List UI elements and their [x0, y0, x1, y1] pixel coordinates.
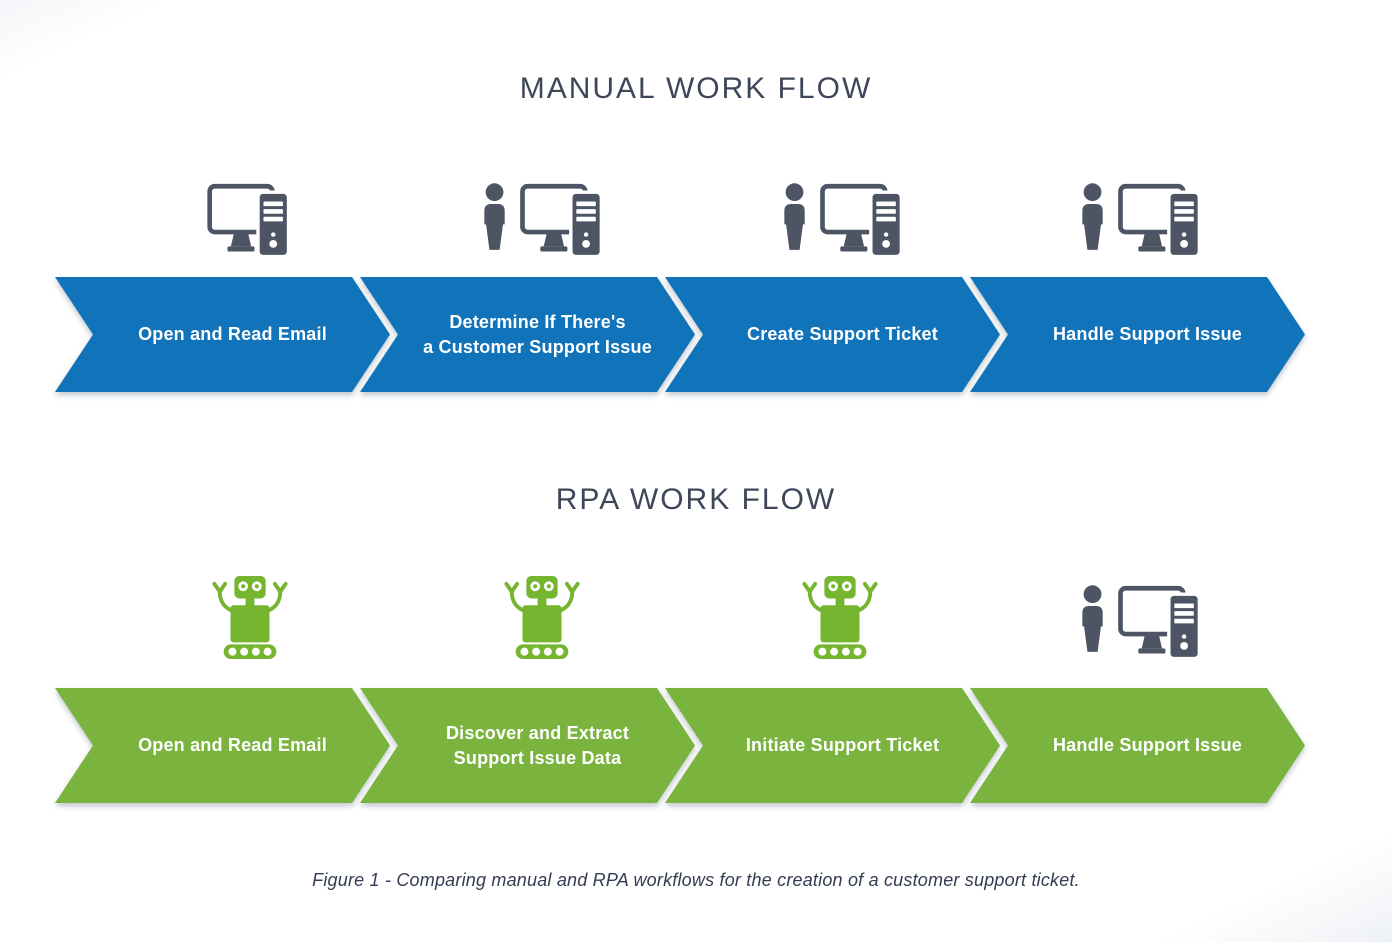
- manual-step-2-arrow: Determine If There's a Customer Support …: [360, 277, 695, 392]
- robot-icon: [799, 576, 881, 660]
- manual-step-3-arrow: Create Support Ticket: [665, 277, 1000, 392]
- person-computer-icon: [1082, 183, 1203, 260]
- rpa-step-4-label: Handle Support Issue: [1052, 735, 1243, 756]
- robot-icon: [501, 576, 583, 660]
- manual-flow-title: MANUAL WORK FLOW: [519, 72, 873, 105]
- rpa-step-1-arrow: Open and Read Email: [55, 688, 390, 803]
- manual-step-2-label: Determine If There's a Customer Support …: [423, 312, 652, 357]
- person-computer-icon: [784, 183, 905, 260]
- desktop-computer-icon: [207, 182, 292, 260]
- manual-step-4-arrow: Handle Support Issue: [970, 277, 1305, 392]
- manual-step-4-label: Handle Support Issue: [1052, 324, 1243, 345]
- rpa-flow-title: RPA WORK FLOW: [555, 483, 837, 516]
- figure-caption: Figure 1 - Comparing manual and RPA work…: [312, 870, 1080, 890]
- rpa-step-2-arrow: Discover and Extract Support Issue Data: [360, 688, 695, 803]
- rpa-step-3-label: Initiate Support Ticket: [745, 735, 940, 756]
- rpa-step-3-arrow: Initiate Support Ticket: [665, 688, 1000, 803]
- rpa-step-4-arrow: Handle Support Issue: [970, 688, 1305, 803]
- person-computer-icon: [484, 183, 605, 260]
- manual-step-1-label: Open and Read Email: [138, 324, 327, 345]
- manual-step-3-label: Create Support Ticket: [747, 324, 938, 345]
- robot-icon: [209, 576, 291, 660]
- rpa-step-2-label: Discover and Extract Support Issue Data: [445, 723, 630, 768]
- person-computer-icon: [1082, 585, 1203, 662]
- manual-step-1-arrow: Open and Read Email: [55, 277, 390, 392]
- rpa-step-1-label: Open and Read Email: [138, 735, 327, 756]
